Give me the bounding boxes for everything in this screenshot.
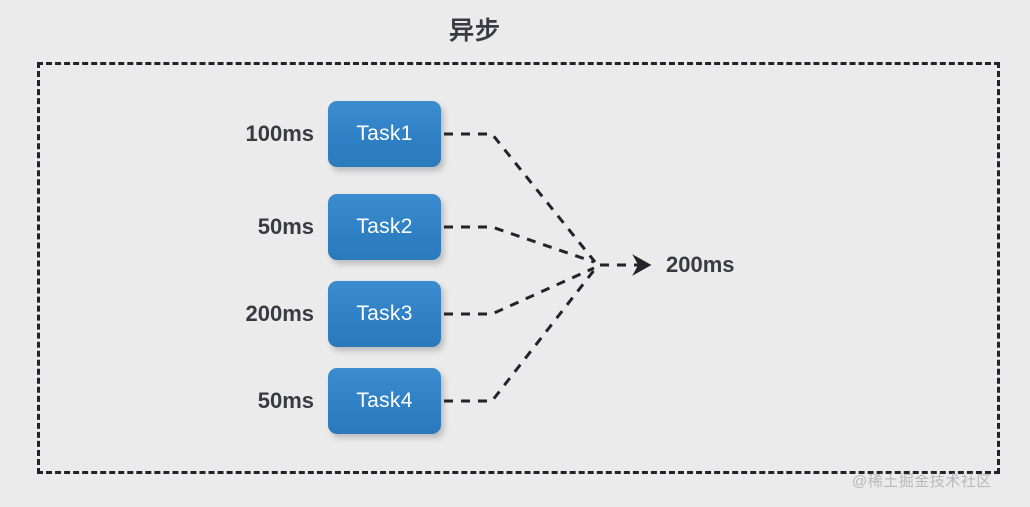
async-group-container	[37, 62, 1000, 474]
page-title: 异步	[448, 17, 501, 45]
task-duration-label: 100ms	[245, 121, 314, 146]
task-row: 50ms Task2	[0, 194, 1030, 260]
task-duration-label: 50ms	[257, 214, 314, 239]
task-row: 50ms Task4	[0, 368, 1030, 434]
result-total-label: 200ms	[666, 252, 735, 277]
task-row: 200ms Task3	[0, 281, 1030, 347]
watermark: @稀土掘金技术社区	[852, 473, 992, 490]
task-box-3[interactable]: Task3	[328, 281, 441, 347]
task-duration-label: 200ms	[245, 301, 314, 326]
task-box-4[interactable]: Task4	[328, 368, 441, 434]
task-box-1[interactable]: Task1	[328, 101, 441, 167]
task-row: 100ms Task1	[0, 101, 1030, 167]
task-duration-label: 50ms	[257, 388, 314, 413]
task-box-2[interactable]: Task2	[328, 194, 441, 260]
